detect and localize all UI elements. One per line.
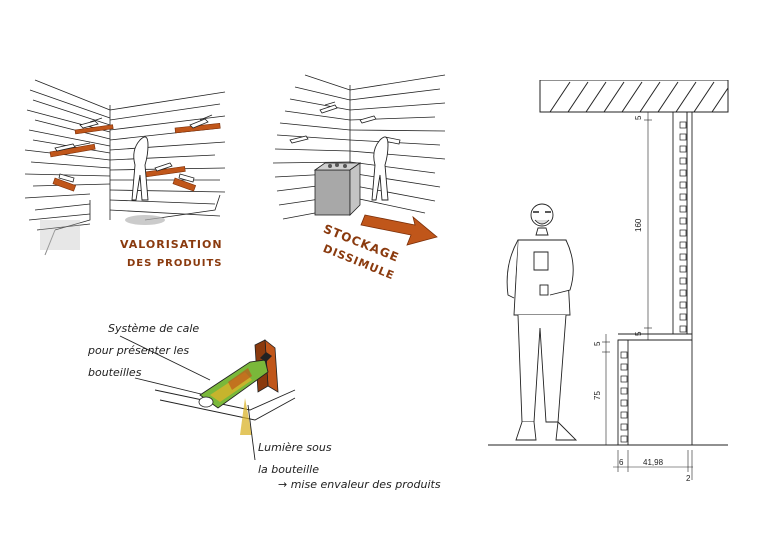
bottle-cap (260, 352, 272, 362)
storage-crate (313, 162, 362, 216)
counter-shade (40, 220, 80, 250)
upper-shelf-slots (679, 121, 687, 333)
person-figure (506, 203, 578, 441)
wall-lines (24, 79, 226, 231)
dim-label-mid-5: 5 (634, 331, 643, 336)
note-top-line3: bouteilles (88, 366, 142, 379)
note-top-line1: Système de cale (108, 322, 199, 335)
light-beam (240, 398, 252, 435)
note-bottom-line1: Lumière sous (258, 441, 332, 454)
lower-shelf-slots (620, 351, 628, 443)
floor-shadow (44, 229, 56, 256)
dim-label-41-98: 41,98 (643, 458, 664, 467)
bottle-base (198, 396, 214, 408)
dim-label-2: 2 (686, 474, 691, 483)
shelf-edge-lower (159, 397, 296, 421)
dimension-horizontal (613, 450, 693, 480)
sketch-product-display: VALORISATION DES PRODUITS (24, 79, 226, 269)
note-bottom-line3: → mise envaleur des produits (278, 478, 441, 491)
note-bottom-line2: la bouteille (258, 463, 319, 476)
dimension-upper (644, 112, 652, 341)
dim-label-top-5: 5 (634, 115, 643, 120)
dim-label-75: 75 (593, 391, 602, 400)
note-top-line2: pour présenter les (87, 344, 189, 357)
shelf-highlights (49, 122, 221, 192)
person-silhouette (131, 136, 149, 201)
bottle-sketches (54, 114, 213, 183)
caption-valorisation: VALORISATION (120, 238, 223, 251)
leader-line-bottom (247, 404, 256, 461)
elevation-drawing: 5 160 5 5 75 6 41,98 2 (488, 80, 729, 483)
leader-line-top (119, 335, 211, 381)
leader-line-top-2 (134, 377, 206, 396)
shelf-edge (154, 389, 296, 411)
dimension-lower (602, 334, 610, 445)
person-silhouette (371, 136, 389, 201)
sketch-hidden-storage: STOCKAGE DISSIMULE (272, 74, 446, 282)
sketch-bottle-cradle: Système de cale pour présenter les boute… (87, 322, 441, 491)
dim-label-6: 6 (619, 458, 624, 467)
lower-shelving (617, 339, 629, 446)
storage-arrow (360, 214, 438, 246)
upper-shelving (672, 111, 693, 445)
ceiling (539, 80, 729, 113)
bottle-glow (228, 368, 252, 390)
bottle-sketches (289, 101, 401, 145)
dim-label-lower-5: 5 (593, 341, 602, 346)
shadow (125, 215, 165, 225)
caption-des-produits: DES PRODUITS (127, 258, 223, 269)
dim-label-160: 160 (634, 218, 643, 232)
